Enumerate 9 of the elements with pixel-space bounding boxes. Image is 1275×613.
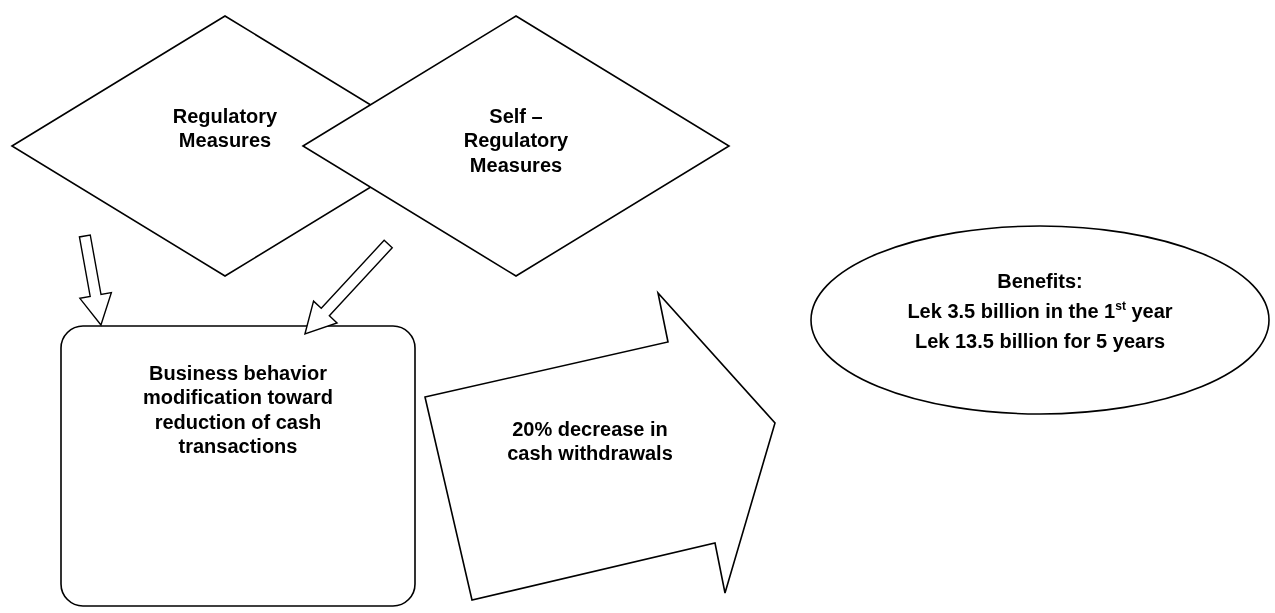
node-label: Self – Regulatory Measures [462,104,570,178]
hollow-arrow [303,239,394,336]
heading: Benefits: [996,269,1084,294]
node-label: Regulatory Measures [171,104,279,153]
node-label: Business behavior modification toward reduction of cash transactions [142,361,334,459]
node-label: 20% decrease in cash withdrawals [506,417,674,466]
node-label: Lek 3.5 billion in the 1$^{st}$ year [906,299,1174,324]
node-label: Lek 13.5 billion for 5 years [913,329,1167,354]
hollow-arrow [78,234,113,327]
